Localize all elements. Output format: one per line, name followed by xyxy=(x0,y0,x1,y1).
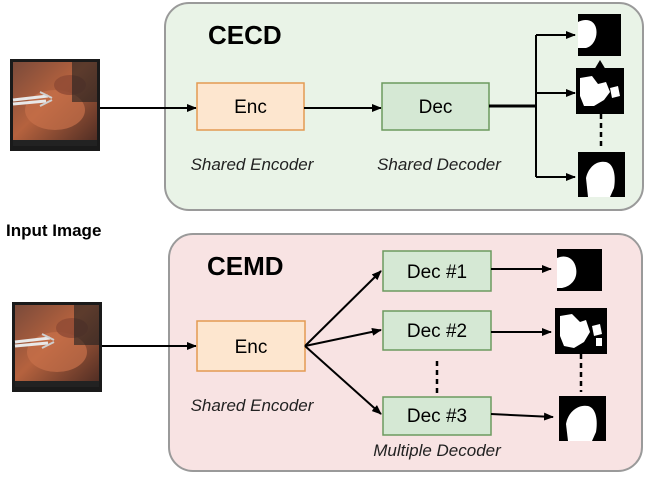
input-image-label: Input Image xyxy=(6,221,101,240)
cecd-decoder-caption: Shared Decoder xyxy=(377,155,502,174)
cecd-encoder-box xyxy=(196,82,305,131)
cecd-input-image xyxy=(10,59,100,151)
cemd-title: CEMD xyxy=(207,251,284,281)
cecd-decoder-label: Dec xyxy=(419,97,453,118)
cemd-decoder-1-box xyxy=(382,250,492,292)
cemd-mask-2 xyxy=(555,308,607,354)
cecd-output-arrows xyxy=(489,31,576,181)
cemd-panel: CEMD Enc Shared Encoder Dec #1 Dec #2 xyxy=(12,233,643,472)
cemd-output-arrows xyxy=(490,265,554,421)
cecd-mask-3 xyxy=(578,152,625,197)
cemd-mask-1 xyxy=(557,249,602,291)
cemd-decoders-caption: Multiple Decoder xyxy=(373,441,502,460)
cemd-decoder-3-box xyxy=(382,396,492,436)
cecd-decoder-box xyxy=(381,82,490,131)
cemd-decoder-1-label: Dec #1 xyxy=(407,262,467,283)
cemd-mask-3 xyxy=(559,396,606,441)
cecd-title: CECD xyxy=(208,20,282,50)
cemd-encoder-caption: Shared Encoder xyxy=(191,396,315,415)
cemd-encoder-box xyxy=(196,320,306,372)
cemd-panel-background xyxy=(168,233,643,472)
cecd-mask-1 xyxy=(578,14,621,56)
cecd-encoder-caption: Shared Encoder xyxy=(191,155,315,174)
cemd-input-image xyxy=(12,302,102,392)
cemd-encoder-fanout xyxy=(304,270,382,415)
cecd-panel: CECD Enc Dec Shared Encoder Shared Decod… xyxy=(10,2,644,211)
cecd-mask-2 xyxy=(576,60,624,114)
cemd-decoder-3-label: Dec #3 xyxy=(407,406,467,427)
cemd-decoder-2-label: Dec #2 xyxy=(407,321,467,342)
cemd-decoder-2-box xyxy=(382,310,492,351)
cecd-encoder-label: Enc xyxy=(234,97,267,118)
cemd-encoder-label: Enc xyxy=(235,337,268,358)
